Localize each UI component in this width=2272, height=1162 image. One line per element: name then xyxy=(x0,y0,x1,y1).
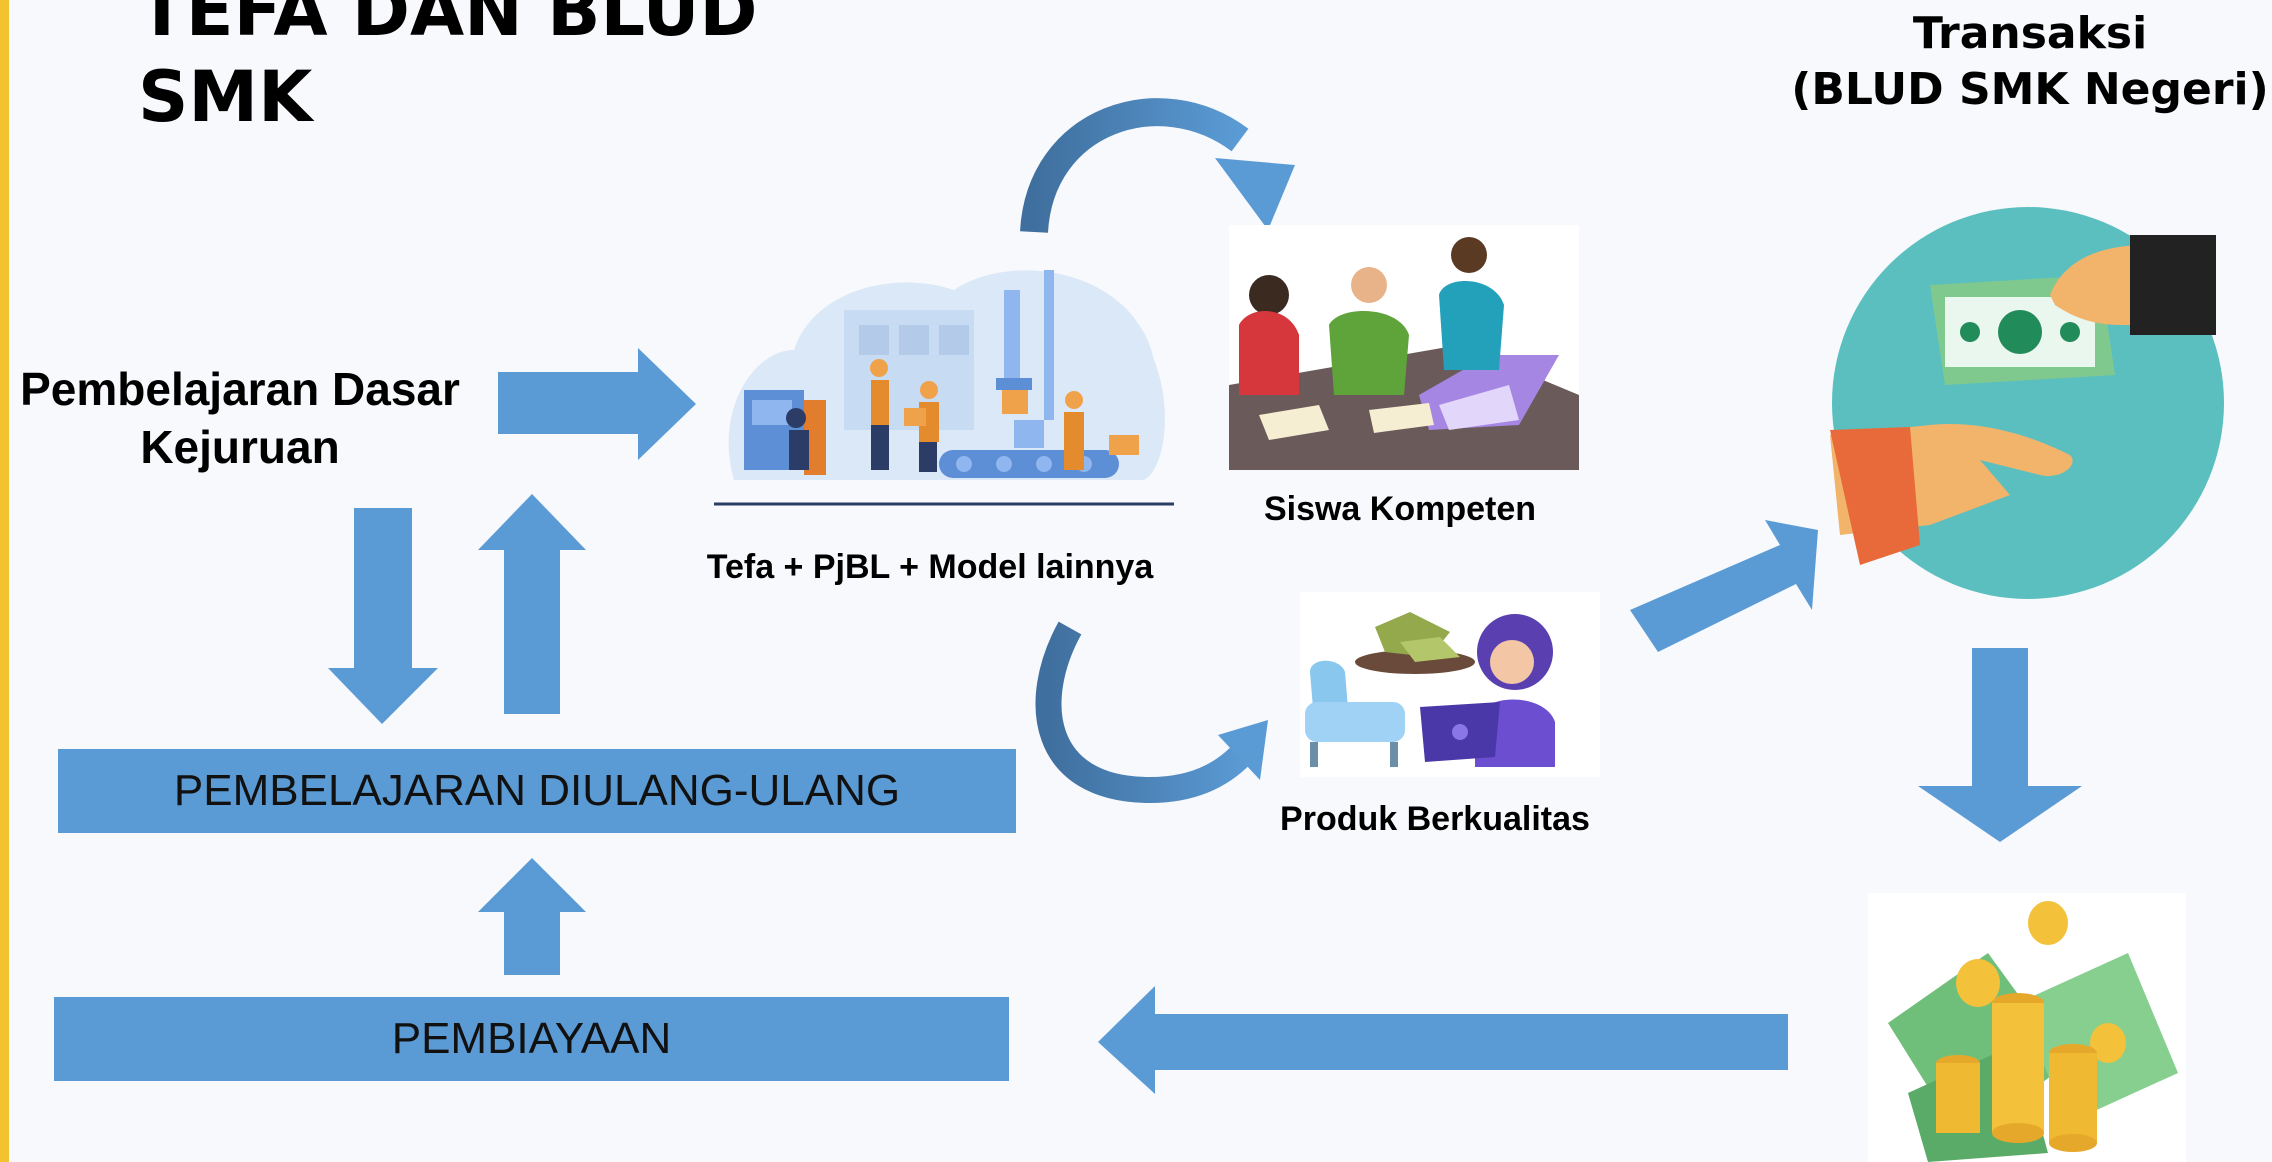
transaksi-line1: Transaksi xyxy=(1912,8,2148,59)
arrow-up-left xyxy=(478,494,586,714)
factory-illustration xyxy=(714,270,1174,506)
transaction-illustration xyxy=(1830,207,2224,599)
money-illustration xyxy=(1868,893,2186,1162)
curve-top xyxy=(1020,98,1249,234)
arrow-right-to-tefa xyxy=(498,348,696,460)
tefa-label: Tefa + PjBL + Model lainnya xyxy=(706,548,1154,586)
pembiayaan-box: PEMBIAYAAN xyxy=(54,997,1009,1081)
diulang-box: PEMBELAJARAN DIULANG-ULANG xyxy=(58,749,1016,833)
produk-label: Produk Berkualitas xyxy=(1280,800,1590,838)
students-illustration xyxy=(1229,225,1579,470)
arrow-up-small xyxy=(478,858,586,975)
pembelajaran-dasar-label: Pembelajaran Dasar Kejuruan xyxy=(20,363,460,473)
products-illustration xyxy=(1300,592,1600,777)
arrow-left-long xyxy=(1098,986,1788,1094)
curve-bottom xyxy=(1035,621,1261,804)
transaksi-heading: Transaksi (BLUD SMK Negeri) xyxy=(1780,6,2272,118)
arrow-down-right xyxy=(1918,648,2082,842)
accent-bar xyxy=(0,0,9,1162)
siswa-label: Siswa Kompeten xyxy=(1263,490,1537,528)
transaksi-line2: (BLUD SMK Negeri) xyxy=(1791,64,2269,115)
curve-top-head xyxy=(1215,158,1295,230)
arrow-diagonal xyxy=(1630,520,1818,652)
curve-bottom-head xyxy=(1218,720,1268,780)
slide-title: TEFA DAN BLUD SMK xyxy=(138,0,758,138)
arrow-down-left xyxy=(328,508,438,724)
